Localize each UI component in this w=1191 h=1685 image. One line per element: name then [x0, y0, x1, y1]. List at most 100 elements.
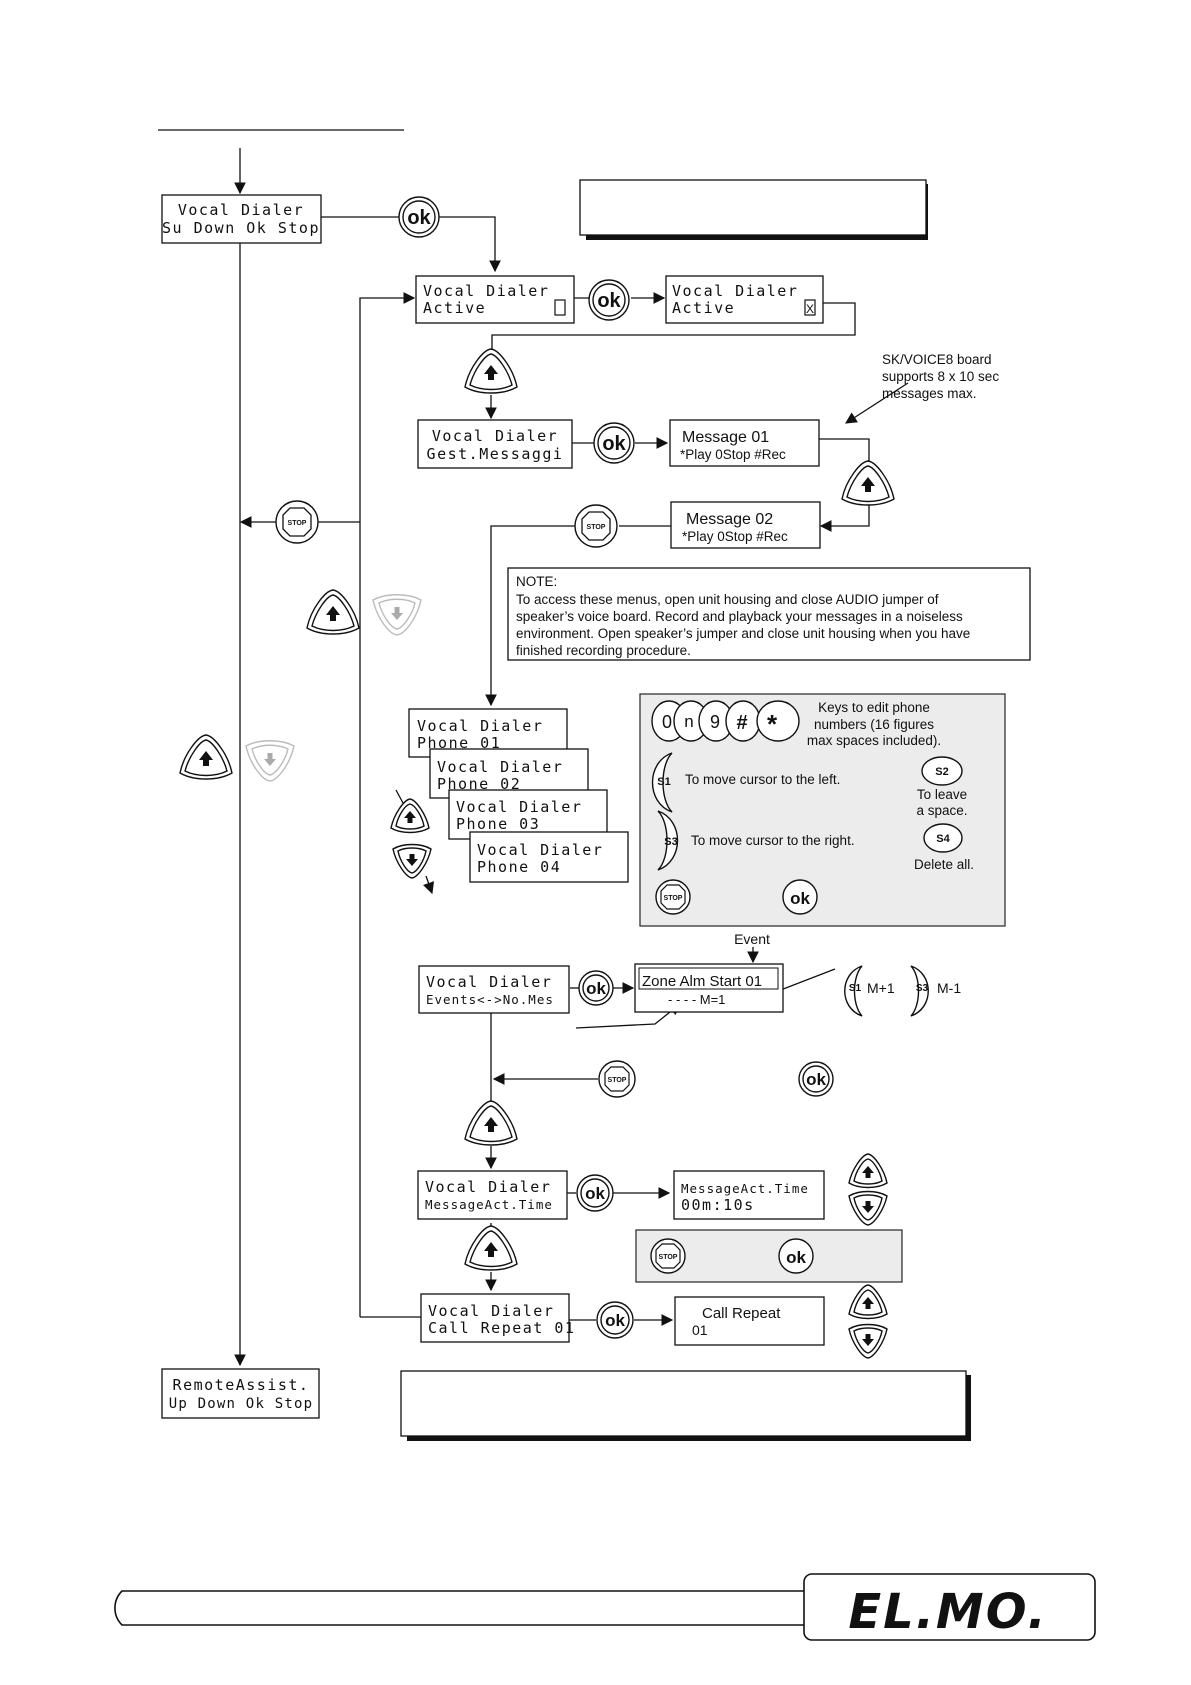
lcd-msg2-line2: *Play 0Stop #Rec — [682, 529, 788, 544]
ok-button-msgact[interactable]: ok — [576, 1174, 614, 1212]
ok-button-top[interactable]: ok — [398, 196, 440, 238]
s2-desc-line2: a space. — [916, 803, 967, 818]
lcd-message-02[interactable]: Message 02 *Play 0Stop #Rec — [670, 501, 821, 549]
ok-button-events-confirm[interactable]: ok — [798, 1061, 834, 1097]
s2-key[interactable]: S2 — [921, 756, 963, 786]
s3-key-event[interactable]: S3 — [910, 965, 929, 1017]
lcd-msgact[interactable]: Vocal Dialer MessageAct.Time — [417, 1170, 568, 1220]
lcd-zone-alarm[interactable]: Zone Alm Start 01 - - - - M=1 — [634, 963, 784, 1013]
up-button-callrep-value[interactable] — [848, 1284, 888, 1320]
s2-label: S2 — [935, 766, 948, 778]
ok-button-call-repeat[interactable]: ok — [596, 1301, 634, 1339]
key-star[interactable]: * — [767, 709, 778, 739]
lcd-remote-line1: RemoteAssist. — [173, 1376, 310, 1394]
lcd-msgact-val-line2: 00m:10s — [681, 1196, 755, 1214]
m-minus-label: M-1 — [937, 980, 961, 996]
up-button-msgact[interactable] — [464, 1225, 518, 1271]
lcd-top[interactable]: Vocal Dialer Su Down Ok Stop — [161, 194, 322, 244]
up-button-main[interactable] — [179, 734, 233, 780]
s1-key[interactable]: S1 — [651, 752, 673, 813]
title-box-top — [579, 179, 928, 240]
keys-desc-line3: max spaces included). — [807, 733, 941, 748]
key-n[interactable]: n — [684, 712, 693, 731]
up-button-message[interactable] — [841, 460, 895, 506]
lcd-phone2-line1: Vocal Dialer — [437, 758, 563, 776]
ok-button-msgact-panel[interactable]: ok — [778, 1238, 814, 1274]
lcd-msgact-line2: MessageAct.Time — [425, 1197, 553, 1212]
up-button-msgact-value[interactable] — [848, 1153, 888, 1189]
lcd-phone2-line2: Phone 02 — [437, 775, 521, 793]
stop-label: STOP — [587, 524, 606, 531]
lcd-active-on-line2: Active — [672, 299, 735, 317]
stop-button-message[interactable]: STOP — [574, 504, 618, 548]
lcd-msgact-value[interactable]: MessageAct.Time 00m:10s — [673, 1170, 825, 1220]
note-line4: finished recording procedure. — [516, 643, 691, 658]
up-button-phone[interactable] — [390, 798, 430, 834]
down-button-main-disabled[interactable] — [245, 740, 295, 782]
note-box: NOTE: To access these menus, open unit h… — [507, 567, 1031, 661]
ok-label: ok — [585, 1184, 605, 1203]
ok-button-events[interactable]: ok — [578, 970, 614, 1006]
up-button-1[interactable] — [464, 348, 518, 394]
lcd-active-on[interactable]: Vocal Dialer Active X — [665, 275, 824, 324]
lcd-phone4-line2: Phone 04 — [477, 858, 561, 876]
stop-button-events[interactable]: STOP — [598, 1060, 636, 1098]
lcd-gest-messaggi[interactable]: Vocal Dialer Gest.Messaggi — [417, 419, 573, 469]
down-button-msgact-value[interactable] — [848, 1190, 888, 1226]
title-box-bottom — [400, 1370, 971, 1441]
lcd-callrep-line1: Vocal Dialer — [428, 1302, 554, 1320]
ok-button-keys-panel[interactable]: ok — [782, 879, 818, 915]
lcd-phone-03[interactable]: Vocal Dialer Phone 03 — [448, 789, 608, 840]
stop-label: STOP — [608, 1077, 627, 1084]
ok-label: ok — [790, 889, 810, 908]
lcd-top-line1: Vocal Dialer — [178, 201, 304, 219]
lcd-msgact-line1: Vocal Dialer — [425, 1178, 551, 1196]
stop-label: STOP — [664, 895, 683, 902]
lcd-call-repeat-value[interactable]: Call Repeat 01 — [674, 1296, 825, 1346]
lcd-events-line1: Vocal Dialer — [426, 973, 552, 991]
s3-label: S3 — [664, 836, 677, 848]
s3-desc: To move cursor to the right. — [691, 833, 855, 848]
digit-keys[interactable]: 0 n 9 # * — [651, 700, 800, 742]
s4-desc: Delete all. — [914, 857, 974, 872]
stop-button-msgact-panel[interactable]: STOP — [650, 1238, 686, 1274]
lcd-top-line2: Su Down Ok Stop — [162, 219, 320, 237]
lcd-events[interactable]: Vocal Dialer Events<->No.Mes — [418, 965, 570, 1014]
ok-label: ok — [597, 290, 621, 312]
s1-label: S1 — [657, 776, 670, 788]
lcd-remote-line2: Up Down Ok Stop — [169, 1396, 313, 1412]
s3-key[interactable]: S3 — [657, 810, 679, 871]
lcd-message-01[interactable]: Message 01 *Play 0Stop #Rec — [669, 419, 820, 467]
lcd-callrep-val-line1: Call Repeat — [702, 1305, 781, 1322]
lcd-remote-assist[interactable]: RemoteAssist. Up Down Ok Stop — [161, 1368, 320, 1419]
stop-label: STOP — [659, 1254, 678, 1261]
down-button-callrep-value[interactable] — [848, 1323, 888, 1359]
stop-button-main[interactable]: STOP — [275, 500, 319, 544]
checkbox-checked[interactable] — [804, 299, 816, 316]
ok-label: ok — [605, 1311, 625, 1330]
lcd-phone-04[interactable]: Vocal Dialer Phone 04 — [469, 831, 629, 883]
logo-frame — [803, 1573, 1096, 1641]
key-0[interactable]: 0 — [662, 712, 672, 732]
up-button-nav[interactable] — [306, 589, 360, 635]
s1-key-event[interactable]: S1 — [844, 965, 863, 1017]
ok-label: ok — [586, 979, 606, 998]
ok-button-gest[interactable]: ok — [593, 422, 635, 464]
sk-voice-line3: messages max. — [882, 386, 977, 401]
s4-key[interactable]: S4 — [923, 823, 963, 853]
lcd-phone1-line2: Phone 01 — [417, 734, 501, 752]
lcd-call-repeat[interactable]: Vocal Dialer Call Repeat 01 — [420, 1293, 575, 1343]
ok-button-active[interactable]: ok — [588, 279, 630, 321]
down-button-phone[interactable] — [392, 843, 432, 879]
lcd-active-off[interactable]: Vocal Dialer Active — [415, 275, 575, 324]
key-hash[interactable]: # — [736, 712, 747, 734]
keys-desc-line1: Keys to edit phone — [818, 700, 930, 715]
key-9[interactable]: 9 — [710, 712, 720, 732]
checkbox-empty[interactable] — [554, 299, 566, 316]
m-plus-label: M+1 — [867, 980, 895, 996]
note-line3: environment. Open speaker’s jumper and c… — [516, 626, 970, 641]
up-button-events[interactable] — [464, 1100, 518, 1146]
down-button-nav-disabled[interactable] — [372, 594, 422, 636]
stop-button-keys-panel[interactable]: STOP — [655, 879, 691, 915]
